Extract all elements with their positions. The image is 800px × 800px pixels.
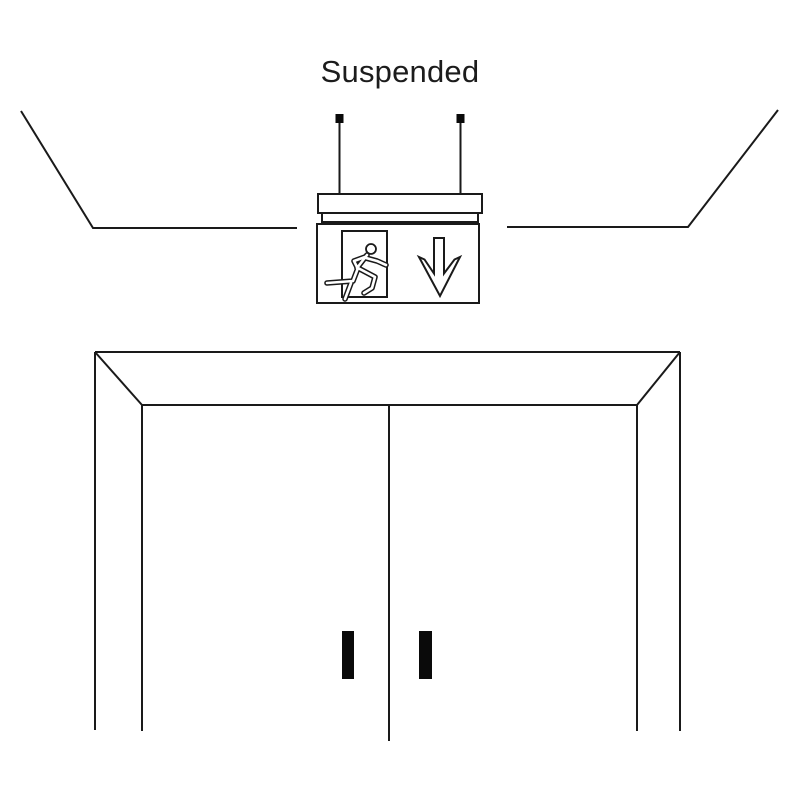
running-man-head	[365, 243, 377, 255]
door-frame-miters	[94, 351, 681, 406]
ceiling-line-left	[20, 110, 297, 229]
down-arrow-icon	[416, 237, 463, 299]
door-frame-outer	[94, 351, 681, 731]
double-door	[94, 351, 681, 741]
door-handle-left	[342, 631, 354, 679]
running-man-exit-icon	[324, 243, 389, 302]
sign-mounting-bracket	[317, 193, 483, 214]
diagram-title: Suspended	[320, 54, 480, 89]
suspension-rod-right	[456, 114, 465, 195]
exit-sign	[316, 193, 483, 304]
rod-ceiling-mount-left	[335, 114, 344, 123]
rod-ceiling-mount-right	[456, 114, 465, 123]
ceiling-line-right	[507, 109, 779, 228]
sign-bracket-strip	[321, 212, 479, 223]
suspension-rod-left	[335, 114, 344, 195]
door-handle-right	[419, 631, 432, 679]
